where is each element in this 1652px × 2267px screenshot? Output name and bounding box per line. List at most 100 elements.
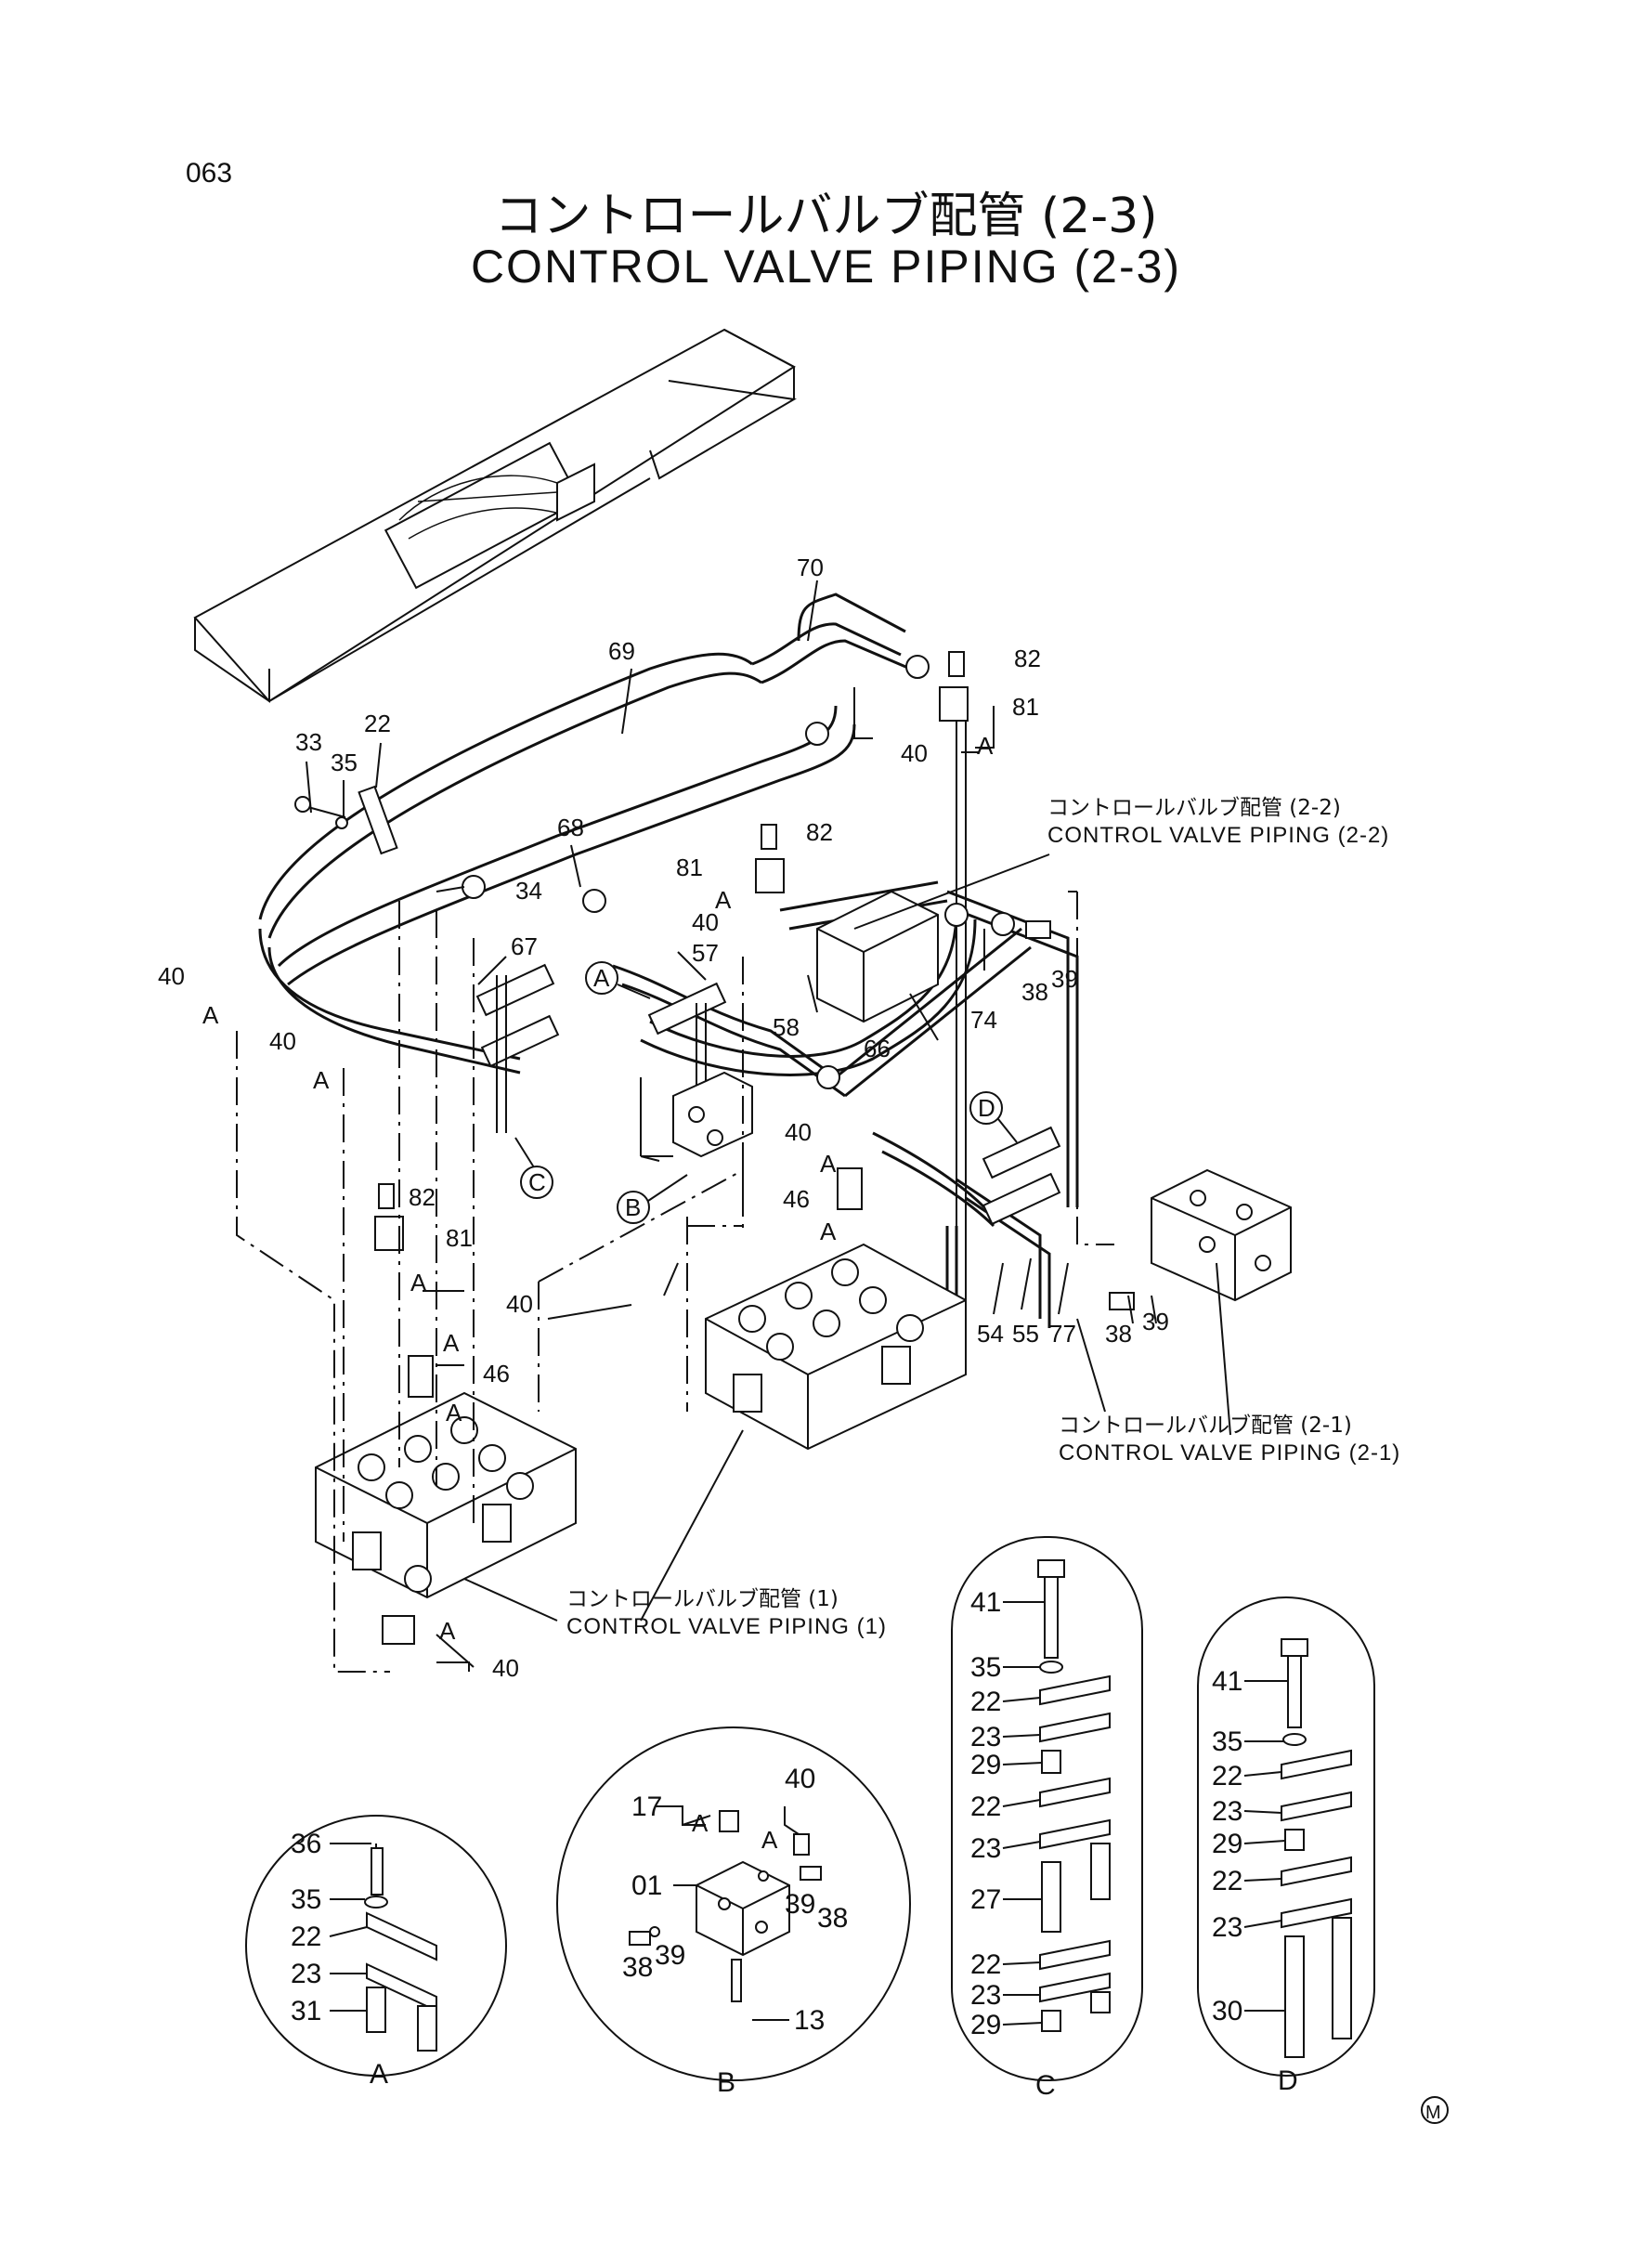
view-marker-a: A xyxy=(593,964,610,992)
callout: 22 xyxy=(970,1791,1001,1822)
callout: 39 xyxy=(655,1940,685,1971)
callout: 38 xyxy=(1105,1320,1132,1348)
callout: A xyxy=(820,1218,837,1245)
m-mark: M xyxy=(1421,2096,1449,2124)
reference-jp: コントロールバルブ配管 (2-1) xyxy=(1059,1414,1352,1438)
callout: 35 xyxy=(331,749,358,776)
callout: 33 xyxy=(295,728,322,756)
page-number: 063 xyxy=(186,158,233,189)
callout: 82 xyxy=(1014,645,1041,672)
page-title-japanese: コントロールバルブ配管 (2-3) xyxy=(494,189,1158,244)
callout: 39 xyxy=(1142,1308,1169,1335)
callout: A xyxy=(443,1329,460,1357)
main-callouts: 70 69 82 81 40 A 33 35 22 68 34 82 81 A … xyxy=(158,554,1169,1682)
callout: 54 xyxy=(977,1320,1004,1348)
callout: 40 xyxy=(492,1654,519,1682)
callout: 23 xyxy=(1212,1912,1242,1943)
detail-label-d: D xyxy=(1278,2065,1298,2096)
callout: A xyxy=(410,1269,427,1296)
callout: 46 xyxy=(483,1360,510,1388)
callout: 23 xyxy=(291,1959,321,1989)
callout: A xyxy=(761,1826,778,1854)
callout: 67 xyxy=(511,932,538,960)
callout: 70 xyxy=(797,554,824,581)
callout: 35 xyxy=(291,1884,321,1915)
callout: 82 xyxy=(409,1183,436,1211)
callout: A xyxy=(313,1066,330,1094)
callout: 46 xyxy=(783,1185,810,1213)
callout: 36 xyxy=(291,1829,321,1859)
callout: 55 xyxy=(1012,1320,1039,1348)
callout: 39 xyxy=(785,1889,815,1920)
callout: 38 xyxy=(817,1903,848,1934)
control-valve-left xyxy=(315,1391,577,1599)
callout: 81 xyxy=(1012,693,1039,721)
callout: 40 xyxy=(901,739,928,767)
reference-jp: コントロールバルブ配管 (1) xyxy=(566,1587,839,1611)
reference-piping-1: コントロールバルブ配管 (1) CONTROL VALVE PIPING (1) xyxy=(566,1585,887,1641)
callout: 66 xyxy=(864,1035,891,1062)
reference-jp: コントロールバルブ配管 (2-2) xyxy=(1047,796,1341,820)
reference-en: CONTROL VALVE PIPING (2-1) xyxy=(1059,1440,1401,1466)
clamp-a xyxy=(647,982,727,1087)
clamp-c xyxy=(475,963,560,1133)
detail-label-c: C xyxy=(1035,2070,1056,2101)
callout: 69 xyxy=(608,637,635,665)
view-marker-c: C xyxy=(528,1168,546,1196)
m-mark-letter: M xyxy=(1425,2103,1441,2123)
callout: 35 xyxy=(1212,1726,1242,1757)
detail-c: 41 35 22 23 29 22 23 27 22 23 29 C xyxy=(951,1536,1143,2101)
view-markers: A B C D xyxy=(520,961,1018,1224)
machine-frame xyxy=(193,328,797,703)
callout: A xyxy=(446,1399,462,1427)
callout: 23 xyxy=(1212,1796,1242,1827)
detail-d: 41 35 22 23 29 22 23 30 D xyxy=(1197,1596,1375,2096)
callout: 22 xyxy=(364,710,391,737)
callout: 01 xyxy=(631,1870,662,1901)
callout: A xyxy=(692,1809,709,1837)
callout: 22 xyxy=(1212,1761,1242,1791)
callout: 27 xyxy=(970,1884,1001,1915)
detail-a: 36 35 22 23 31 A xyxy=(245,1815,507,2090)
callout: 40 xyxy=(506,1290,533,1318)
callout: 38 xyxy=(622,1952,653,1983)
callout: 22 xyxy=(970,1949,1001,1980)
callout: 13 xyxy=(794,2005,825,2036)
callout: A xyxy=(715,886,732,914)
callout: 35 xyxy=(970,1652,1001,1683)
view-marker-d: D xyxy=(978,1094,995,1122)
callout: 58 xyxy=(773,1013,800,1041)
callout: 22 xyxy=(291,1922,321,1952)
page-title-english: CONTROL VALVE PIPING (2-3) xyxy=(470,241,1182,293)
reference-en: CONTROL VALVE PIPING (1) xyxy=(566,1614,887,1639)
callout: 31 xyxy=(291,1996,321,2026)
callout: 41 xyxy=(970,1587,1001,1618)
callout: 29 xyxy=(970,1750,1001,1780)
callout: 39 xyxy=(1051,965,1078,993)
callout: 40 xyxy=(785,1118,812,1146)
detail-b: 17 A 40 A 01 38 39 38 39 13 B xyxy=(556,1726,911,2098)
callout: 81 xyxy=(676,853,703,881)
fittings xyxy=(374,651,1135,1645)
callout: 40 xyxy=(692,908,719,936)
callout: A xyxy=(202,1001,219,1029)
callout: 77 xyxy=(1049,1320,1076,1348)
control-valve-right xyxy=(705,1243,967,1451)
callout: A xyxy=(977,732,994,760)
callout: 22 xyxy=(970,1687,1001,1717)
callout: 23 xyxy=(970,1722,1001,1752)
manifold-blocks xyxy=(816,890,1292,1302)
detail-label-a: A xyxy=(370,2059,388,2090)
view-marker-b: B xyxy=(625,1193,641,1221)
callout: A xyxy=(439,1617,456,1645)
reference-piping-2-1: コントロールバルブ配管 (2-1) CONTROL VALVE PIPING (… xyxy=(1059,1412,1400,1467)
callout: 29 xyxy=(1212,1829,1242,1859)
callout: 34 xyxy=(515,877,542,905)
callout: 40 xyxy=(269,1027,296,1055)
callout: 74 xyxy=(970,1006,997,1034)
callout: A xyxy=(820,1150,837,1178)
callout: 82 xyxy=(806,818,833,846)
callout: 17 xyxy=(631,1791,662,1822)
callout: 68 xyxy=(557,814,584,841)
